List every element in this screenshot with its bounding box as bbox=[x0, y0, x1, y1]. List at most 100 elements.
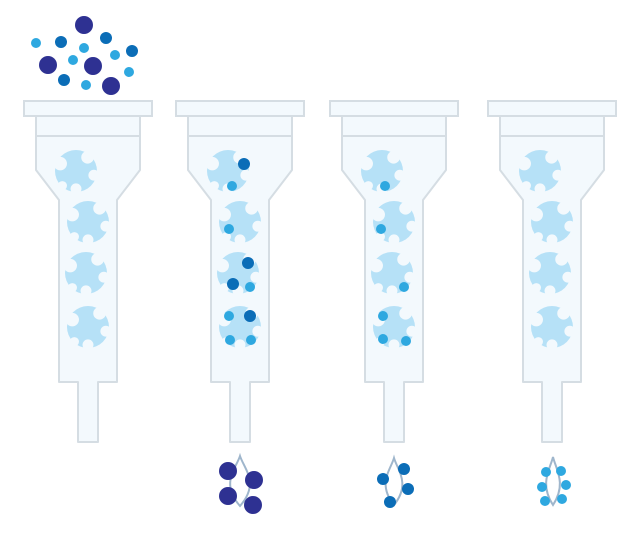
eluted-molecule-small bbox=[541, 467, 551, 477]
eluted-molecule-small bbox=[537, 482, 547, 492]
eluted-molecule-small bbox=[556, 466, 566, 476]
chromatography-column-4 bbox=[487, 100, 617, 443]
bead-pore bbox=[406, 325, 418, 337]
bead-pore bbox=[250, 271, 262, 283]
bead-pore bbox=[65, 207, 79, 222]
molecule-small bbox=[246, 335, 256, 345]
molecule-small bbox=[224, 311, 234, 321]
molecule-medium bbox=[244, 310, 256, 322]
bead-pore bbox=[399, 202, 412, 215]
bead-pore bbox=[81, 151, 94, 164]
bead-pore bbox=[397, 253, 410, 266]
molecule-large bbox=[75, 16, 93, 34]
bead-pore bbox=[100, 325, 112, 337]
bead-pore bbox=[521, 181, 531, 191]
molecule-small bbox=[399, 282, 409, 292]
bead-pore bbox=[564, 325, 576, 337]
bead-pore bbox=[552, 169, 564, 181]
chromatography-column-1 bbox=[23, 100, 153, 443]
bead-pore bbox=[564, 220, 576, 232]
molecule-small bbox=[81, 80, 91, 90]
molecule-medium bbox=[55, 36, 67, 48]
molecule-large bbox=[84, 57, 102, 75]
column-cap bbox=[23, 100, 153, 117]
bead-pore bbox=[234, 234, 246, 246]
column-neck bbox=[187, 115, 293, 137]
molecule-small bbox=[380, 181, 390, 191]
eluted-molecule-medium bbox=[398, 463, 410, 475]
molecule-small bbox=[110, 50, 120, 60]
molecule-small bbox=[124, 67, 134, 77]
molecule-small bbox=[245, 282, 255, 292]
bead-pore bbox=[88, 169, 100, 181]
column-cap bbox=[329, 100, 459, 117]
column-neck bbox=[341, 115, 447, 137]
bead-pore bbox=[557, 202, 570, 215]
bead-pore bbox=[399, 307, 412, 320]
column-cap bbox=[175, 100, 305, 117]
bead-pore bbox=[555, 253, 568, 266]
molecule-medium bbox=[227, 278, 239, 290]
eluted-molecule-medium bbox=[377, 473, 389, 485]
bead-pore bbox=[371, 207, 385, 222]
bead-pore bbox=[69, 232, 79, 242]
bead-pore bbox=[373, 283, 383, 293]
eluted-molecule-large bbox=[219, 487, 237, 505]
bead-pore bbox=[531, 283, 541, 293]
bead-pore bbox=[387, 151, 400, 164]
bead-pore bbox=[53, 156, 67, 171]
bead-pore bbox=[369, 258, 383, 273]
molecule-small bbox=[378, 334, 388, 344]
bead-pore bbox=[221, 232, 231, 242]
eluted-molecule-small bbox=[540, 496, 550, 506]
molecule-medium bbox=[242, 257, 254, 269]
molecule-small bbox=[225, 335, 235, 345]
molecule-medium bbox=[58, 74, 70, 86]
bead-pore bbox=[386, 285, 398, 297]
bead-pore bbox=[527, 258, 541, 273]
column-neck bbox=[35, 115, 141, 137]
bead-pore bbox=[252, 220, 264, 232]
bead-pore bbox=[557, 307, 570, 320]
bead-pore bbox=[534, 183, 546, 195]
molecule-medium bbox=[100, 32, 112, 44]
bead-pore bbox=[69, 337, 79, 347]
bead-pore bbox=[404, 271, 416, 283]
bead-pore bbox=[388, 339, 400, 351]
bead-pore bbox=[252, 325, 264, 337]
bead-pore bbox=[82, 339, 94, 351]
bead-pore bbox=[65, 312, 79, 327]
bead-pore bbox=[63, 258, 77, 273]
bead-pore bbox=[546, 234, 558, 246]
bead-pore bbox=[67, 283, 77, 293]
bead-pore bbox=[93, 202, 106, 215]
bead-pore bbox=[359, 156, 373, 171]
eluted-molecule-medium bbox=[402, 483, 414, 495]
molecule-medium bbox=[238, 158, 250, 170]
bead-pore bbox=[546, 339, 558, 351]
sample-mixture bbox=[31, 16, 138, 95]
bead-pore bbox=[533, 337, 543, 347]
bead-pore bbox=[209, 181, 219, 191]
bead-pore bbox=[544, 285, 556, 297]
bead-pore bbox=[215, 258, 229, 273]
eluted-molecule-large bbox=[245, 471, 263, 489]
bead-pore bbox=[93, 307, 106, 320]
bead-pore bbox=[98, 271, 110, 283]
molecule-small bbox=[401, 336, 411, 346]
molecule-small bbox=[31, 38, 41, 48]
bead-pore bbox=[205, 156, 219, 171]
bead-pore bbox=[57, 181, 67, 191]
bead-pore bbox=[562, 271, 574, 283]
bead-pore bbox=[529, 207, 543, 222]
bead-pore bbox=[91, 253, 104, 266]
bead-pore bbox=[219, 283, 229, 293]
bead-pore bbox=[517, 156, 531, 171]
bead-pore bbox=[240, 169, 252, 181]
bead-pore bbox=[375, 232, 385, 242]
bead-pore bbox=[82, 234, 94, 246]
molecule-small bbox=[376, 224, 386, 234]
molecule-small bbox=[79, 43, 89, 53]
bead-pore bbox=[363, 181, 373, 191]
